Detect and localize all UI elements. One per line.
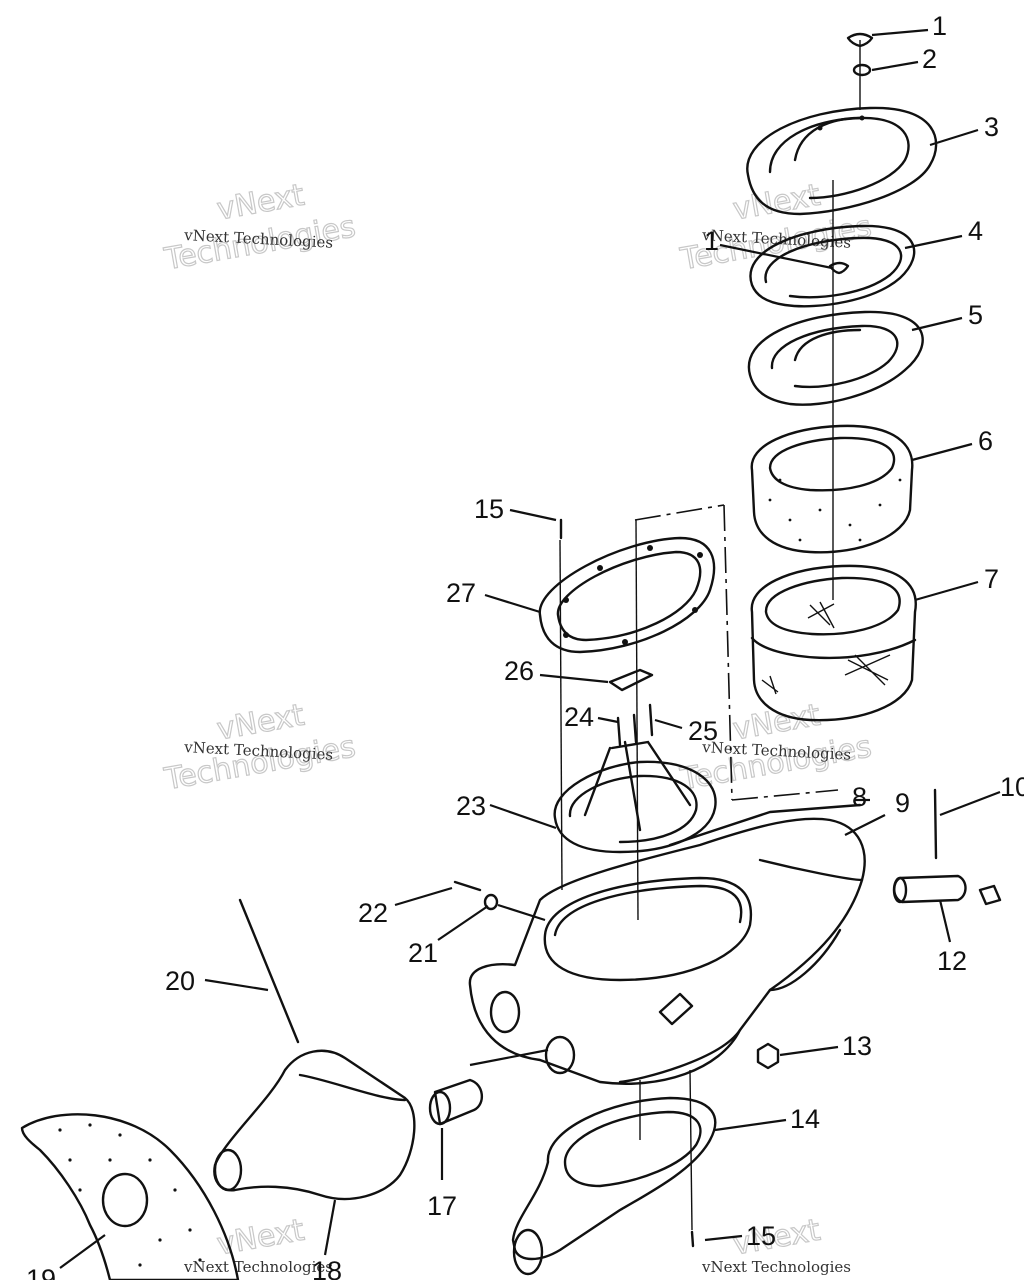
callout-7: 7 — [984, 564, 999, 594]
callout-8: 8 — [852, 782, 867, 812]
callout-21: 21 — [408, 938, 438, 968]
bolt-small — [453, 880, 482, 892]
wing-nut — [846, 32, 874, 48]
callout-27: 27 — [446, 578, 476, 608]
callout-24: 24 — [564, 702, 594, 732]
studs — [616, 703, 654, 747]
air-box — [468, 817, 866, 1085]
callout-23: 23 — [456, 791, 486, 821]
callout-25: 25 — [688, 716, 718, 746]
pre-filter — [750, 424, 914, 554]
callout-5: 5 — [968, 300, 983, 330]
heat-shield — [20, 1113, 240, 1280]
callout-15-top: 15 — [474, 494, 504, 524]
watermark-group: vNext Technologies vNext Technologies vN… — [161, 177, 875, 1276]
callout-17: 17 — [427, 1191, 457, 1221]
bushing — [428, 1078, 483, 1126]
watermark-brand: vNext — [214, 1213, 307, 1263]
callout-14: 14 — [790, 1104, 820, 1134]
vent-hose — [892, 874, 1002, 906]
callout-6: 6 — [978, 426, 993, 456]
callout-3: 3 — [984, 112, 999, 142]
intake-boot — [511, 1096, 717, 1276]
callout-2: 2 — [922, 44, 937, 74]
watermark-brand: vNext — [730, 1213, 823, 1263]
callout-13: 13 — [842, 1031, 872, 1061]
callout-22: 22 — [358, 898, 388, 928]
callout-1-secondary: 1 — [704, 226, 719, 256]
callout-15-bottom: 15 — [746, 1221, 776, 1251]
callout-4: 4 — [968, 216, 983, 246]
filter-cage — [553, 740, 717, 854]
air-filter — [750, 564, 917, 722]
leader-lines — [59, 28, 1001, 1269]
gasket — [538, 536, 716, 654]
callout-19: 19 — [26, 1264, 56, 1280]
plate — [608, 668, 654, 692]
watermark-text: vNext Technologies — [701, 1258, 851, 1276]
air-box-cover — [746, 106, 938, 216]
grommet-nut — [756, 1042, 780, 1070]
callout-12: 12 — [937, 946, 967, 976]
callout-20: 20 — [165, 966, 195, 996]
intake-duct — [213, 1049, 416, 1201]
callout-18: 18 — [312, 1256, 342, 1280]
assembly-centerlines — [559, 40, 861, 1231]
screw — [690, 1230, 695, 1248]
callout-9: 9 — [895, 788, 910, 818]
long-bolt — [238, 898, 300, 1044]
callout-10: 10 — [1000, 772, 1024, 802]
filter-cap — [747, 310, 924, 406]
box-seal-strip — [668, 803, 862, 847]
cover-seal — [749, 224, 916, 308]
callout-labels: 1 2 3 4 5 6 7 8 9 10 12 13 14 15 15 17 1… — [26, 11, 1024, 1280]
washer-small — [483, 893, 499, 911]
watermark-text: vNext Technologies — [183, 1258, 333, 1276]
callout-1: 1 — [932, 11, 947, 41]
callout-26: 26 — [504, 656, 534, 686]
vent-bolt — [933, 788, 938, 860]
washer — [852, 63, 872, 77]
